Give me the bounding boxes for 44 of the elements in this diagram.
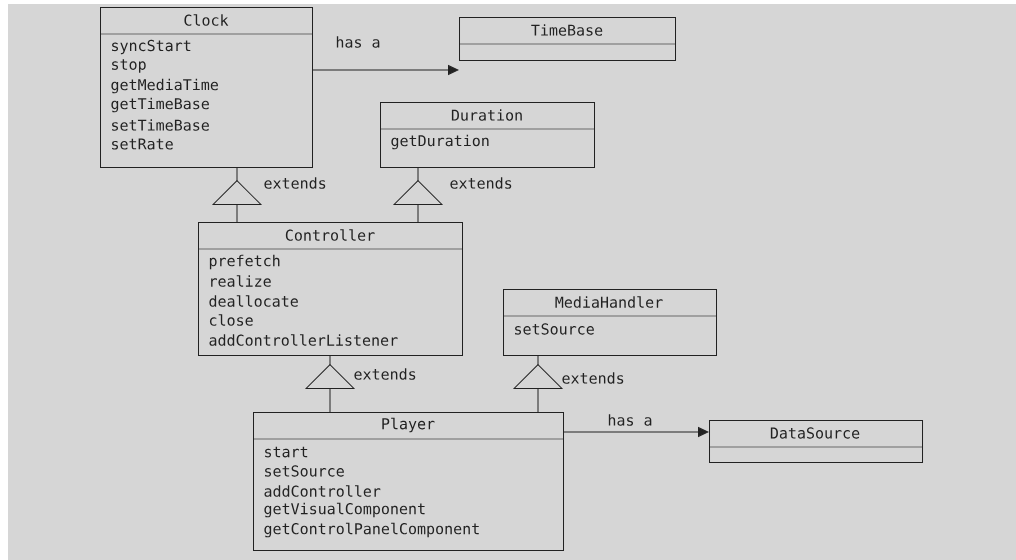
generalization-arrow (513, 355, 563, 413)
method-name: close (209, 314, 253, 326)
method-name: addControllerListener (209, 334, 398, 346)
method-name: syncStart (112, 39, 191, 55)
class-box (502, 289, 717, 356)
class-name: MediaHandler (555, 296, 663, 308)
method-name: setRate (112, 138, 173, 150)
class-box (252, 412, 564, 551)
class-box (708, 420, 923, 463)
edge-label: extends (262, 176, 328, 190)
edge-label: has a (334, 35, 382, 49)
edge-label: extends (448, 176, 514, 190)
method-name: setSource (265, 465, 344, 477)
edge-label: extends (560, 371, 626, 385)
method-name: getDuration (391, 134, 489, 150)
class-name: TimeBase (531, 24, 603, 36)
method-name: deallocate (209, 295, 298, 307)
class-box (458, 17, 676, 61)
method-name: setTimeBase (112, 119, 209, 131)
generalization-arrow (305, 355, 355, 413)
method-name: prefetch (209, 254, 280, 270)
class-name: DataSource (770, 427, 860, 439)
generalization-arrow (212, 167, 262, 223)
class-box (379, 102, 595, 168)
class-name: Player (382, 417, 435, 433)
class-box (197, 222, 463, 356)
method-name: getVisualComponent (264, 502, 425, 518)
method-name: stop (112, 59, 146, 73)
class-name: Duration (451, 109, 522, 121)
method-name: getTimeBase (111, 97, 209, 113)
association-arrow (312, 65, 459, 75)
method-name: getControlPanelComponent (264, 522, 479, 538)
class-name: Controller (285, 229, 375, 241)
association-arrow (563, 427, 709, 437)
edge-label: extends (352, 367, 418, 381)
method-name: setSource (515, 323, 594, 335)
generalization-arrow (393, 167, 443, 223)
edge-label: has a (606, 413, 654, 427)
class-name: Clock (184, 14, 229, 26)
class-box (99, 7, 313, 168)
method-name: getMediaTime (111, 78, 218, 94)
method-name: realize (211, 275, 271, 287)
method-name: start (265, 446, 308, 458)
method-name: addController (264, 485, 381, 497)
